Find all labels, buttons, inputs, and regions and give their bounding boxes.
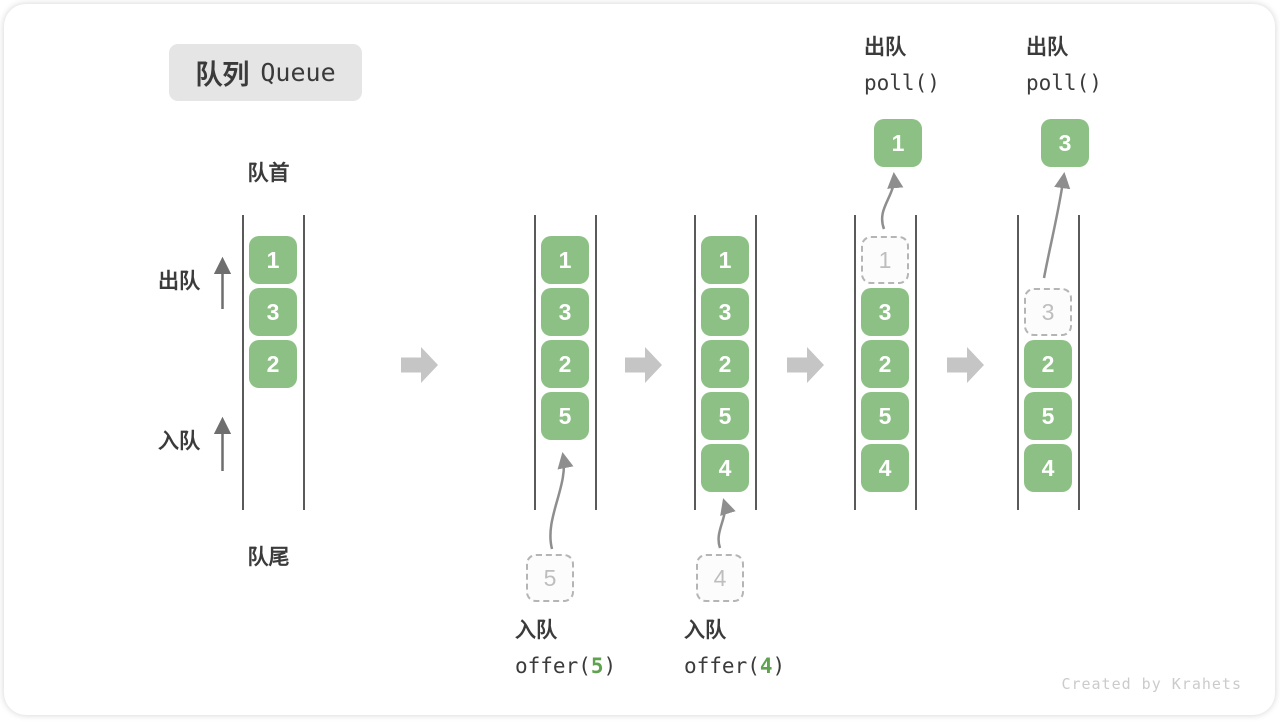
queue-wall-right xyxy=(755,215,757,510)
queue-cell: 3 xyxy=(861,288,909,336)
queue-wall-left xyxy=(534,215,536,510)
dequeued-cell: 1 xyxy=(874,119,922,167)
op-code-arg: 4 xyxy=(759,654,773,678)
queue-wall-left xyxy=(854,215,856,510)
op-code: offer(4) xyxy=(684,654,786,678)
dequeued-cell: 3 xyxy=(1041,119,1089,167)
queue-cell: 4 xyxy=(701,444,749,492)
op-name: 出队 xyxy=(1026,36,1068,59)
enqueue-op-label: 入队 offer(5) xyxy=(515,618,616,679)
queue-cell: 2 xyxy=(1024,340,1072,388)
queue-cell: 2 xyxy=(701,340,749,388)
title-zh: 队列 xyxy=(195,60,250,90)
enqueue-curve-arrow-icon xyxy=(717,498,736,549)
queue-cell-ghost: 1 xyxy=(861,236,909,284)
queue-cell: 4 xyxy=(861,444,909,492)
queue-cell: 5 xyxy=(1024,392,1072,440)
queue-cell: 5 xyxy=(861,392,909,440)
dequeue-op-label: 出队 poll() xyxy=(1026,35,1102,96)
op-code: poll() xyxy=(1026,71,1102,95)
title-badge: 队列 Queue xyxy=(169,44,362,101)
op-code: offer(5) xyxy=(515,654,617,678)
queue-cell: 1 xyxy=(701,236,749,284)
dequeue-side-label: 出队 xyxy=(158,270,200,293)
queue-cell: 3 xyxy=(701,288,749,336)
op-name: 出队 xyxy=(864,36,906,59)
transition-arrow-icon xyxy=(947,347,984,383)
queue-cell: 2 xyxy=(541,340,589,388)
title-en: Queue xyxy=(260,58,336,87)
enqueue-side-label: 入队 xyxy=(158,430,200,453)
queue-cell-ghost: 3 xyxy=(1024,288,1072,336)
pending-enqueue-cell: 5 xyxy=(526,554,574,602)
queue-cell: 2 xyxy=(249,340,297,388)
dequeue-op-label: 出队 poll() xyxy=(864,35,940,96)
queue-cell: 3 xyxy=(541,288,589,336)
queue-wall-right xyxy=(595,215,597,510)
enqueue-op-label: 入队 offer(4) xyxy=(684,618,785,679)
op-code-arg: 5 xyxy=(590,654,604,678)
queue-wall-right xyxy=(1078,215,1080,510)
transition-arrow-icon xyxy=(625,347,662,383)
pending-enqueue-cell: 4 xyxy=(696,554,744,602)
watermark: Created by Krahets xyxy=(1061,675,1242,693)
dequeue-curve-arrow-icon xyxy=(1042,171,1071,279)
dequeue-curve-arrow-icon xyxy=(881,171,904,230)
queue-cell: 5 xyxy=(541,392,589,440)
queue-rear-label: 队尾 xyxy=(247,546,290,569)
op-code: poll() xyxy=(864,71,940,95)
queue-wall-right xyxy=(915,215,917,510)
transition-arrow-icon xyxy=(401,347,438,383)
queue-wall-left xyxy=(1017,215,1019,510)
op-name: 入队 xyxy=(515,619,557,642)
queue-wall-left xyxy=(242,215,244,510)
queue-wall-right xyxy=(303,215,305,510)
queue-cell: 2 xyxy=(861,340,909,388)
queue-cell: 1 xyxy=(541,236,589,284)
queue-cell: 3 xyxy=(249,288,297,336)
op-name: 入队 xyxy=(684,619,726,642)
transition-arrow-icon xyxy=(787,347,824,383)
queue-cell: 4 xyxy=(1024,444,1072,492)
arrows-overlay xyxy=(213,171,1071,550)
queue-cell: 1 xyxy=(249,236,297,284)
enqueue-curve-arrow-icon xyxy=(549,452,574,550)
queue-wall-left xyxy=(694,215,696,510)
queue-cell: 5 xyxy=(701,392,749,440)
queue-front-label: 队首 xyxy=(247,162,290,185)
